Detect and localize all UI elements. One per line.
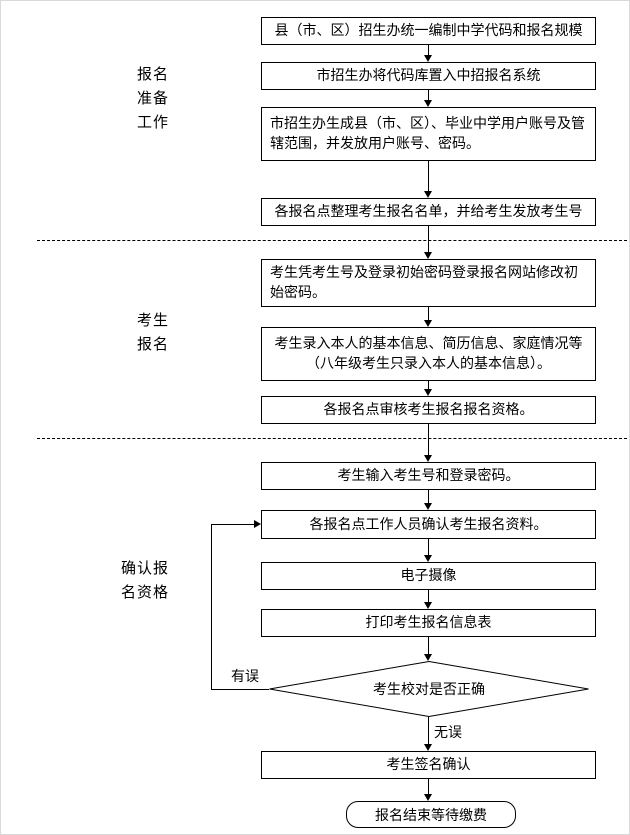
connector-4 <box>424 226 433 259</box>
node-assign-candidate-numbers: 各报名点整理考生报名名单，并给考生发放考生号 <box>261 198 596 226</box>
phase-divider-2 <box>37 438 627 439</box>
feedback-line-vertical <box>211 524 212 689</box>
node-end-wait-payment: 报名结束等待缴费 <box>346 801 516 828</box>
connector-11 <box>424 637 433 661</box>
edge-label-ok: 无误 <box>434 724 462 740</box>
phase-divider-1 <box>37 240 627 241</box>
connector-7 <box>424 424 433 462</box>
connector-8 <box>424 490 433 510</box>
node-county-codes: 县（市、区）招生办统一编制中学代码和报名规模 <box>261 17 596 45</box>
connector-13 <box>424 779 433 801</box>
node-review-qualification: 各报名点审核考生报名报名资格。 <box>261 396 596 424</box>
phase-label-registration: 考生 报名 <box>137 312 170 353</box>
node-enter-basic-info: 考生录入本人的基本信息、简历信息、家庭情况等（八年级考生只录入本人的基本信息）。 <box>261 327 596 381</box>
connector-5 <box>424 307 433 327</box>
decision-label: 考生校对是否正确 <box>373 681 485 697</box>
connector-6 <box>424 381 433 396</box>
node-sign-confirm: 考生签名确认 <box>261 751 596 779</box>
connector-10 <box>424 590 433 609</box>
feedback-line-bottom <box>211 689 269 690</box>
node-photo: 电子摄像 <box>261 562 596 590</box>
connector-3 <box>424 161 433 198</box>
node-print-form: 打印考生报名信息表 <box>261 609 596 637</box>
connector-2 <box>424 90 433 107</box>
connector-1 <box>424 45 433 62</box>
node-city-import-codes: 市招生办将代码库置入中招报名系统 <box>261 62 596 90</box>
decision-proofread: 考生校对是否正确 <box>269 661 589 717</box>
node-staff-confirm: 各报名点工作人员确认考生报名资料。 <box>261 510 596 539</box>
diamond-shape <box>269 661 589 717</box>
phase-label-preparation: 报名 准备 工作 <box>137 66 170 131</box>
connector-9 <box>424 539 433 562</box>
node-city-accounts: 市招生办生成县（市、区）、毕业中学用户账号及管辖范围，并发放用户账号、密码。 <box>261 107 596 161</box>
phase-label-confirmation: 确认报 名资格 <box>121 560 170 601</box>
node-login: 考生输入考生号和登录密码。 <box>261 462 596 490</box>
edge-label-error: 有误 <box>231 668 259 684</box>
feedback-arrowhead <box>254 520 261 528</box>
feedback-line-top <box>211 524 255 525</box>
node-change-initial-password: 考生凭考生号及登录初始密码登录报名网站修改初始密码。 <box>261 259 596 307</box>
connector-12 <box>424 717 433 751</box>
